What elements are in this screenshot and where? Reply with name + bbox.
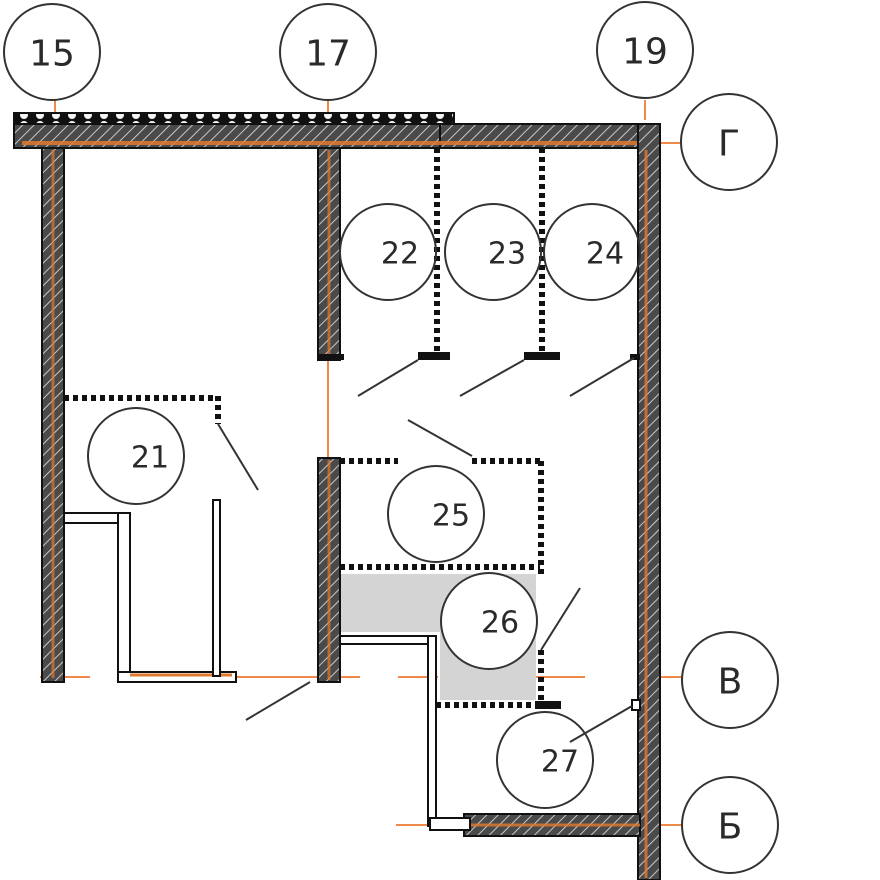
axis-marker-g: Г [680,93,778,191]
door-25 [407,419,473,457]
partitions [63,148,641,831]
axis-marker-v: В [681,631,779,729]
axis-label-19: 19 [622,32,668,73]
wall-axis-19 [637,123,661,880]
room-labels: 21 22 23 24 25 26 27 [87,203,641,809]
door-21 [217,423,259,491]
axis-marker-15: 15 [3,3,101,101]
axis-label-17: 17 [305,34,351,75]
room-25-label: 25 [432,499,470,534]
room-24-label: 24 [586,237,624,272]
door-swings [217,357,635,743]
axis-label-g: Г [718,124,740,165]
axis-label-b: Б [718,807,743,848]
door-27 [569,705,633,743]
door-23 [459,359,525,397]
room-22-label: 22 [381,237,419,272]
door-22 [357,359,419,397]
axis-label-v: В [718,662,743,703]
room-23: 23 [444,203,542,301]
room-24: 24 [543,203,641,301]
axis-marker-19: 19 [596,1,694,99]
room-27-label: 27 [541,745,579,780]
room-21-label: 21 [131,441,169,476]
door-26 [540,587,581,651]
exterior-walls [13,112,661,880]
room-25: 25 [387,465,485,563]
axis-marker-b: Б [681,776,779,874]
room-21: 21 [87,407,185,505]
axis-markers: 15 17 19 Г В Б [3,1,779,874]
axis-label-15: 15 [29,34,75,75]
room-22: 22 [339,203,437,301]
room-26-label: 26 [481,606,519,641]
door-24 [569,357,635,397]
axis-marker-17: 17 [279,3,377,101]
room-26: 26 [440,572,538,670]
door-entry [245,681,311,721]
room-27: 27 [496,711,594,809]
room-23-label: 23 [488,237,526,272]
